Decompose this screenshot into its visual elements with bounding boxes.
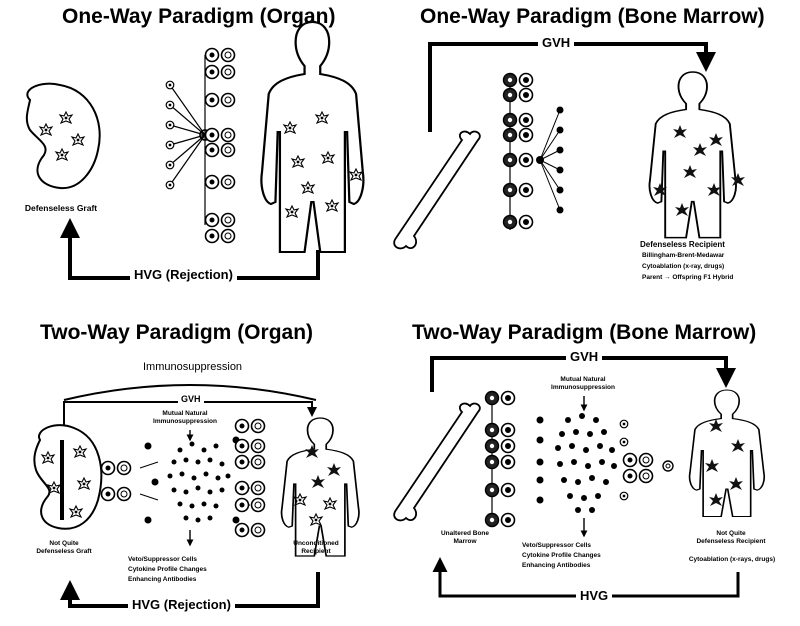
immunosuppression-arc [63,384,317,401]
panel-title: Two-Way Paradigm (Bone Marrow) [412,321,757,344]
recipient-label: Not Quite Defenseless Recipient [696,530,766,546]
gvh-label: GVH [178,395,204,404]
effect-item: Veto/Suppressor Cells [128,556,197,563]
center-label: Mutual Natural Immunosuppression [551,376,615,392]
effect-item: Cytokine Profile Changes [128,566,207,573]
host-cells-icon [165,47,236,244]
recipient-note: Cytoablation (x-rays, drugs) [688,556,776,563]
graft-label: Not Quite Defenseless Graft [36,540,92,556]
effect-item: Cytokine Profile Changes [522,552,601,559]
donor-cells-icon [484,390,544,528]
recipient-body-icon [260,20,365,254]
kidney-graft-icon [33,424,103,530]
host-cells-icon [619,419,674,501]
recipient-body-icon [280,417,360,557]
graft-cells-icon [100,442,159,524]
marrow-label: Unaltered Bone Marrow [440,530,490,546]
recipient-label: Defenseless Recipient [640,240,725,249]
recipient-note: Billingham-Brent-Medawar [642,252,725,259]
panel-one-way-marrow [393,42,745,250]
gvh-label: GVH [566,350,603,363]
panel-two-way-organ [33,384,360,608]
immunosuppression-label: Immunosuppression [140,362,246,373]
bone-marrow-icon [393,130,481,250]
kidney-graft-icon [25,82,101,190]
hvg-label: HVG [576,589,613,602]
hvg-label: HVG (Rejection) [128,598,235,611]
gvh-label: GVH [538,36,575,49]
hvg-label: HVG (Rejection) [130,268,237,281]
host-cells-icon [232,418,266,538]
effect-item: Veto/Suppressor Cells [522,542,591,549]
effect-item: Enhancing Antibodies [128,576,197,583]
effect-item: Enhancing Antibodies [522,562,591,569]
recipient-body-icon [648,71,737,239]
recipient-note: Cytoablation (x-ray, drugs) [642,263,725,270]
center-label: Mutual Natural Immunosuppression [153,410,217,426]
donor-cells-icon [502,72,564,230]
graft-label: Defenseless Graft [24,203,98,213]
panel-title: One-Way Paradigm (Organ) [62,5,336,28]
panel-title: One-Way Paradigm (Bone Marrow) [420,5,765,28]
panel-title: Two-Way Paradigm (Organ) [40,321,314,344]
suppression-dots-icon [167,441,231,523]
suppression-dots-icon [555,413,617,513]
recipient-label: Unconditioned Recipient [293,540,339,556]
panel-one-way-organ [25,20,365,280]
recipient-note: Parent → Offspring F1 Hybrid [642,274,734,281]
bone-marrow-icon [393,402,481,522]
recipient-body-icon [688,389,766,518]
